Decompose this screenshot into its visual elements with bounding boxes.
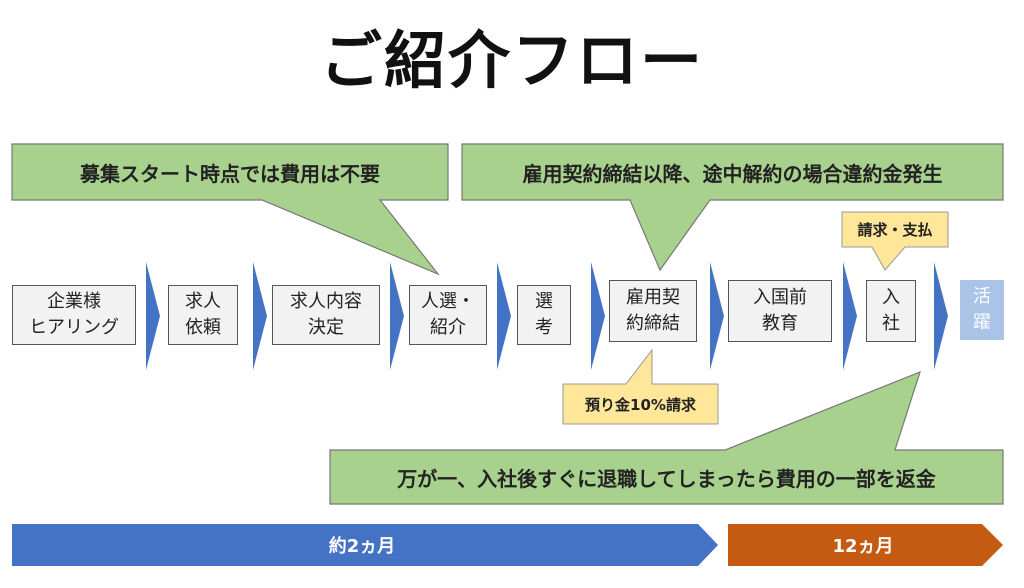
step-job-request: 求人 依頼	[168, 285, 238, 345]
callout-top-left-shape	[11, 143, 449, 276]
timeline-phase2-label: 12ヵ月	[832, 536, 894, 557]
arrow-3	[390, 262, 404, 370]
flow-arrows	[146, 262, 948, 370]
callout-top-right-text: 雇用契約締結以降、途中解約の場合違約金発生	[522, 161, 943, 186]
step-selection-introduction: 人選・ 紹介	[409, 285, 487, 345]
arrow-6	[710, 262, 724, 370]
callout-bottom-shape	[329, 370, 1004, 505]
step-hearing: 企業様 ヒアリング	[12, 285, 136, 345]
step-joining: 入 社	[866, 280, 916, 342]
arrow-5	[591, 262, 605, 370]
arrow-2	[253, 262, 267, 370]
note-billing-shape	[841, 211, 949, 271]
step-job-details: 求人内容 決定	[272, 285, 380, 345]
arrow-4	[497, 262, 511, 370]
arrow-1	[146, 262, 160, 370]
callout-top-left-text: 募集スタート時点では費用は不要	[80, 161, 380, 186]
step-pre-entry-education: 入国前 教育	[728, 280, 832, 342]
step-active: 活 躍	[960, 280, 1004, 340]
step-screening: 選 考	[517, 285, 571, 345]
timeline-phase1-bar	[12, 524, 718, 566]
callout-bottom-text: 万が一、入社後すぐに退職してしまったら費用の一部を返金	[397, 466, 936, 491]
note-deposit-text: 預り金10%請求	[585, 395, 696, 414]
page-title: ご紹介フロー	[319, 24, 704, 97]
step-contract: 雇用契 約締結	[609, 280, 697, 342]
callout-top-right-shape	[461, 143, 1004, 272]
timeline-phase2-bar	[728, 524, 1003, 566]
arrow-7	[843, 262, 857, 370]
timeline-phase1-label: 約2ヵ月	[328, 536, 396, 557]
note-billing-text: 請求・支払	[857, 221, 933, 239]
note-deposit-shape	[562, 348, 719, 425]
arrow-8	[934, 262, 948, 370]
